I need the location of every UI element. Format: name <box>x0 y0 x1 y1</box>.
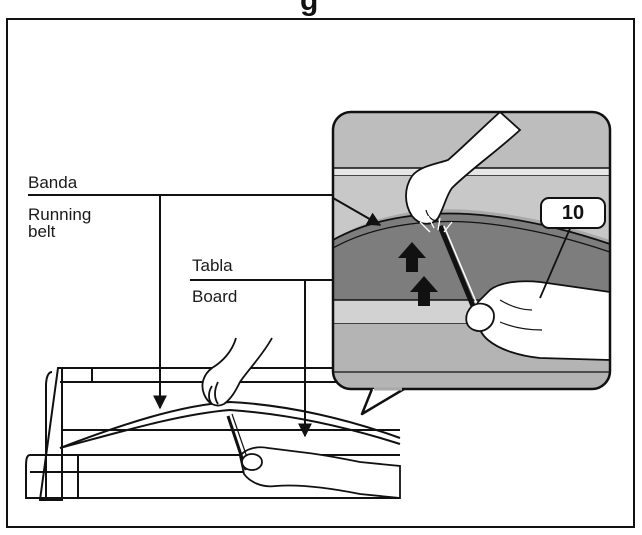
page-header-fragment: g <box>300 0 319 17</box>
outer-frame <box>6 18 635 528</box>
callout-part-number: 10 <box>540 197 606 229</box>
label-board-spanish: Tabla <box>192 256 233 275</box>
inset-panel <box>331 110 612 416</box>
label-board-english: Board <box>192 287 238 306</box>
hand-with-spray <box>226 413 401 499</box>
hand-lifting-belt <box>201 337 273 407</box>
label-belt-spanish: Banda <box>28 173 78 192</box>
label-belt-english-line1: Running <box>28 205 92 224</box>
label-belt-english-line2: belt <box>28 222 56 241</box>
pointer-lines <box>28 194 382 438</box>
